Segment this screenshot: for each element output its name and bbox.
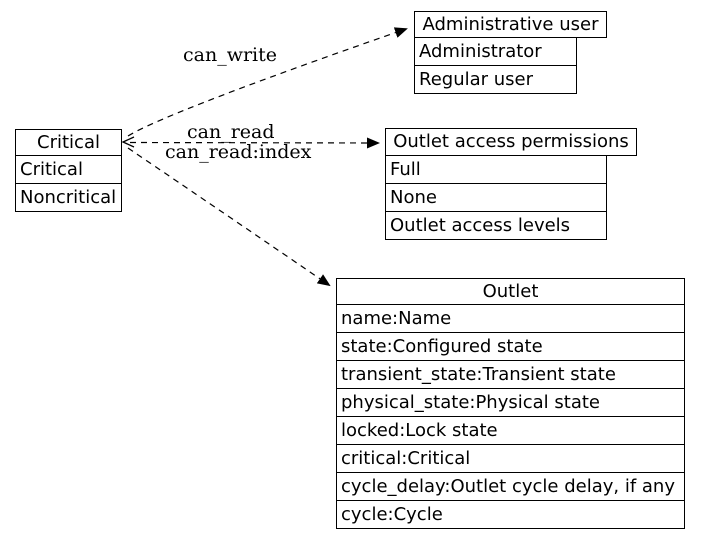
node-row: locked:Lock state bbox=[337, 417, 684, 445]
node-row: None bbox=[386, 184, 606, 212]
node-outlet-access-permissions-rows: Full None Outlet access levels bbox=[385, 155, 607, 240]
edge-label-can-read: can_read bbox=[187, 121, 275, 143]
node-critical-title: Critical bbox=[15, 129, 122, 156]
node-critical-rows: Critical Noncritical bbox=[15, 155, 122, 212]
node-row: Regular user bbox=[419, 69, 534, 90]
node-outlet-rows: name:Name state:Configured state transie… bbox=[336, 304, 685, 529]
node-administrative-user-rows: Administrator Regular user bbox=[414, 37, 577, 94]
node-row: critical:Critical bbox=[337, 445, 684, 473]
node-administrative-user-title: Administrative user bbox=[414, 11, 607, 38]
node-row: name:Name bbox=[337, 305, 684, 333]
node-row: Administrator bbox=[415, 38, 576, 66]
node-row: Critical bbox=[16, 156, 121, 184]
edge-label-can-read-index: can_read:index bbox=[165, 141, 312, 163]
node-row: physical_state:Physical state bbox=[337, 389, 684, 417]
edge-label-can-write: can_write bbox=[183, 44, 278, 66]
node-row: state:Configured state bbox=[337, 333, 684, 361]
node-row: cycle_delay:Outlet cycle delay, if any bbox=[337, 473, 684, 501]
node-critical: Critical Critical Noncritical bbox=[15, 129, 122, 212]
node-row: Outlet access levels bbox=[390, 215, 571, 236]
node-administrative-user: Administrative user Administrator Regula… bbox=[414, 11, 607, 94]
node-outlet-access-permissions: Outlet access permissions Full None Outl… bbox=[385, 128, 637, 240]
node-row: transient_state:Transient state bbox=[337, 361, 684, 389]
node-row: Full bbox=[386, 156, 606, 184]
node-outlet-title: Outlet bbox=[336, 278, 685, 305]
node-outlet-access-permissions-title: Outlet access permissions bbox=[385, 128, 637, 156]
edge-outlet-line bbox=[127, 147, 331, 287]
node-outlet: Outlet name:Name state:Configured state … bbox=[336, 278, 685, 529]
arrowhead-into-critical bbox=[121, 136, 135, 148]
node-row: cycle:Cycle bbox=[341, 504, 443, 525]
node-row: Noncritical bbox=[20, 187, 117, 208]
